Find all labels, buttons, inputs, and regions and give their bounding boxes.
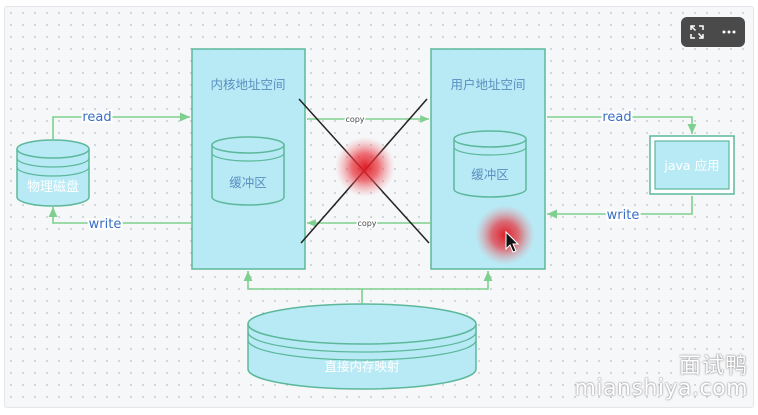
write-arrow-left — [48, 207, 192, 224]
architecture-diagram: 物理磁盘 内核地址空间 缓冲区 用户地址空间 — [16, 48, 735, 390]
read-arrow-right — [547, 116, 697, 134]
copy-label-top: copy — [345, 115, 364, 124]
mmap-to-kernel-arrow — [243, 271, 363, 304]
kernel-buffer-label: 缓冲区 — [229, 175, 267, 190]
mouse-cursor-icon — [505, 230, 520, 253]
read-label-left: read — [82, 110, 111, 125]
copy-label-bottom: copy — [357, 219, 376, 228]
watermark-cn: 面试鸭 — [678, 354, 748, 379]
read-arrow-left — [52, 112, 190, 139]
highlight-glow-center — [335, 137, 395, 197]
highlight-glow-user — [475, 205, 535, 265]
image-toolbar — [681, 17, 745, 47]
diagram-canvas: 物理磁盘 内核地址空间 缓冲区 用户地址空间 — [4, 6, 754, 408]
user-buffer-label: 缓冲区 — [471, 167, 509, 182]
write-arrow-right — [547, 196, 693, 219]
expand-icon — [690, 25, 704, 39]
user-buffer: 缓冲区 — [453, 130, 527, 198]
direct-memory-mapping: 直接内存映射 — [247, 303, 477, 390]
kernel-buffer: 缓冲区 — [211, 136, 285, 206]
disk-label: 物理磁盘 — [27, 179, 79, 195]
write-label-right: write — [607, 208, 640, 223]
mmap-to-user-arrow — [362, 271, 493, 290]
kernel-space-title: 内核地址空间 — [210, 77, 285, 92]
kernel-space: 内核地址空间 缓冲区 — [191, 48, 306, 270]
more-icon — [722, 30, 736, 34]
java-app: java 应用 — [649, 135, 735, 195]
java-app-label: java 应用 — [663, 158, 719, 173]
read-label-right: read — [602, 110, 631, 125]
mmap-label: 直接内存映射 — [324, 359, 399, 374]
user-space-title: 用户地址空间 — [450, 77, 525, 92]
watermark-en: mianshiya.com — [574, 376, 748, 401]
write-label-left: write — [89, 217, 122, 232]
fullscreen-button[interactable] — [685, 20, 709, 44]
more-options-button[interactable] — [717, 20, 741, 44]
physical-disk: 物理磁盘 — [16, 139, 90, 207]
